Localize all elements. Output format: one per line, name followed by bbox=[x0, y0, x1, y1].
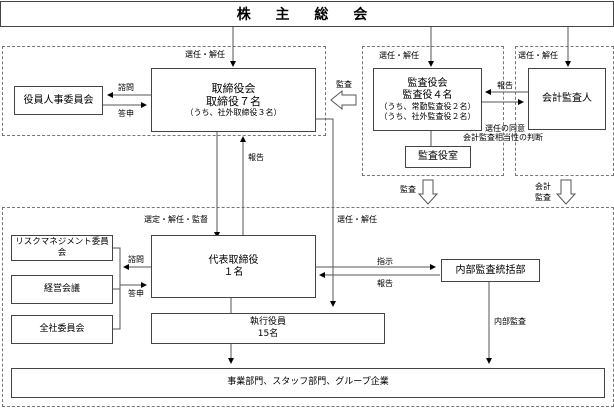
label-elect-dismiss-exec: 選任・解任 bbox=[337, 215, 377, 224]
nomination-committee-label: 役員人事委員会 bbox=[23, 94, 94, 106]
audit-board-fulltime: （うち、常勤監査役２名） bbox=[379, 101, 476, 111]
audit-board: 監査役会 監査役４名 （うち、常勤監査役２名） （うち、社外監査役２名） bbox=[373, 68, 482, 131]
label-consult-board: 諮問 bbox=[118, 83, 134, 92]
board-title: 取締役会 bbox=[211, 81, 256, 95]
board-group-frame bbox=[2, 46, 326, 136]
label-audit-down: 監査 bbox=[400, 185, 416, 194]
audit-office-label: 監査役室 bbox=[418, 151, 458, 162]
accounting-auditor: 会計監査人 bbox=[528, 68, 606, 130]
label-elect-dismiss-board: 選任・解任 bbox=[185, 50, 225, 59]
nomination-committee: 役員人事委員会 bbox=[14, 86, 103, 115]
ceo-count: １名 bbox=[223, 266, 244, 278]
audit-office: 監査役室 bbox=[405, 146, 471, 168]
label-internal-audit: 内部監査 bbox=[494, 317, 526, 326]
label-accounting-audit-1: 会計 bbox=[535, 182, 551, 191]
executive-officers-title: 執行役員 bbox=[249, 317, 286, 328]
board-count: 取締役７名 bbox=[206, 95, 261, 108]
label-consent: 選任の同意 bbox=[485, 124, 525, 133]
audit-board-count: 監査役４名 bbox=[402, 89, 453, 101]
internal-audit-division-label: 内部監査統括部 bbox=[455, 264, 526, 276]
committee-risk-management-label: リスクマネジメント委員会 bbox=[15, 237, 109, 258]
committee-company-wide-label: 全社委員会 bbox=[39, 323, 85, 334]
label-appropriateness: 会計監査相当性の判断 bbox=[463, 133, 543, 142]
committee-risk-management: リスクマネジメント委員会 bbox=[11, 235, 113, 261]
committee-company-wide: 全社委員会 bbox=[11, 315, 113, 344]
shareholders-meeting-title: 株 主 総 会 bbox=[236, 7, 378, 23]
shareholders-meeting: 株 主 総 会 bbox=[0, 1, 614, 27]
executive-officers-count: 15名 bbox=[257, 328, 279, 339]
label-answer-ceo: 答申 bbox=[128, 289, 144, 298]
representative-director: 代表取締役 １名 bbox=[151, 235, 316, 298]
board-of-directors: 取締役会 取締役７名 （うち、社外取締役３名） bbox=[151, 68, 316, 132]
label-report-accountant: 報告 bbox=[497, 81, 513, 90]
audit-board-outside: （うち、社外監査役２名） bbox=[379, 111, 476, 121]
label-consult-ceo: 諮問 bbox=[128, 255, 144, 264]
label-elect-dismiss-audit: 選任・解任 bbox=[379, 51, 419, 60]
business-units-label: 事業部門、スタッフ部門、グループ企業 bbox=[227, 377, 389, 388]
audit-board-group-frame bbox=[362, 46, 504, 176]
label-report-up: 報告 bbox=[248, 153, 264, 162]
ceo-title: 代表取締役 bbox=[208, 254, 259, 266]
label-report-internal: 報告 bbox=[377, 279, 393, 288]
committee-management-meeting-label: 経営会議 bbox=[43, 283, 80, 294]
label-select-dismiss-supervise: 選定・解任・監督 bbox=[144, 215, 208, 224]
audit-board-title: 監査役会 bbox=[407, 77, 448, 89]
executive-officers: 執行役員 15名 bbox=[151, 313, 385, 344]
audit-down-arrow-icon bbox=[417, 179, 439, 205]
accounting-auditor-label: 会計監査人 bbox=[542, 93, 592, 104]
label-elect-dismiss-accountant: 選任・解任 bbox=[518, 51, 558, 60]
accounting-audit-down-arrow-icon bbox=[555, 179, 577, 205]
business-units: 事業部門、スタッフ部門、グループ企業 bbox=[11, 368, 605, 398]
label-instruct: 指示 bbox=[377, 257, 393, 266]
committee-management-meeting: 経営会議 bbox=[11, 275, 113, 304]
label-accounting-audit-2: 監査 bbox=[535, 193, 551, 202]
internal-audit-division: 内部監査統括部 bbox=[441, 259, 540, 282]
audit-left-arrow-icon bbox=[330, 89, 357, 111]
label-audit-arrow: 監査 bbox=[336, 80, 352, 89]
board-outside-count: （うち、社外取締役３名） bbox=[185, 108, 282, 118]
label-answer-board: 答申 bbox=[118, 109, 134, 118]
line-board-exec bbox=[315, 118, 336, 307]
